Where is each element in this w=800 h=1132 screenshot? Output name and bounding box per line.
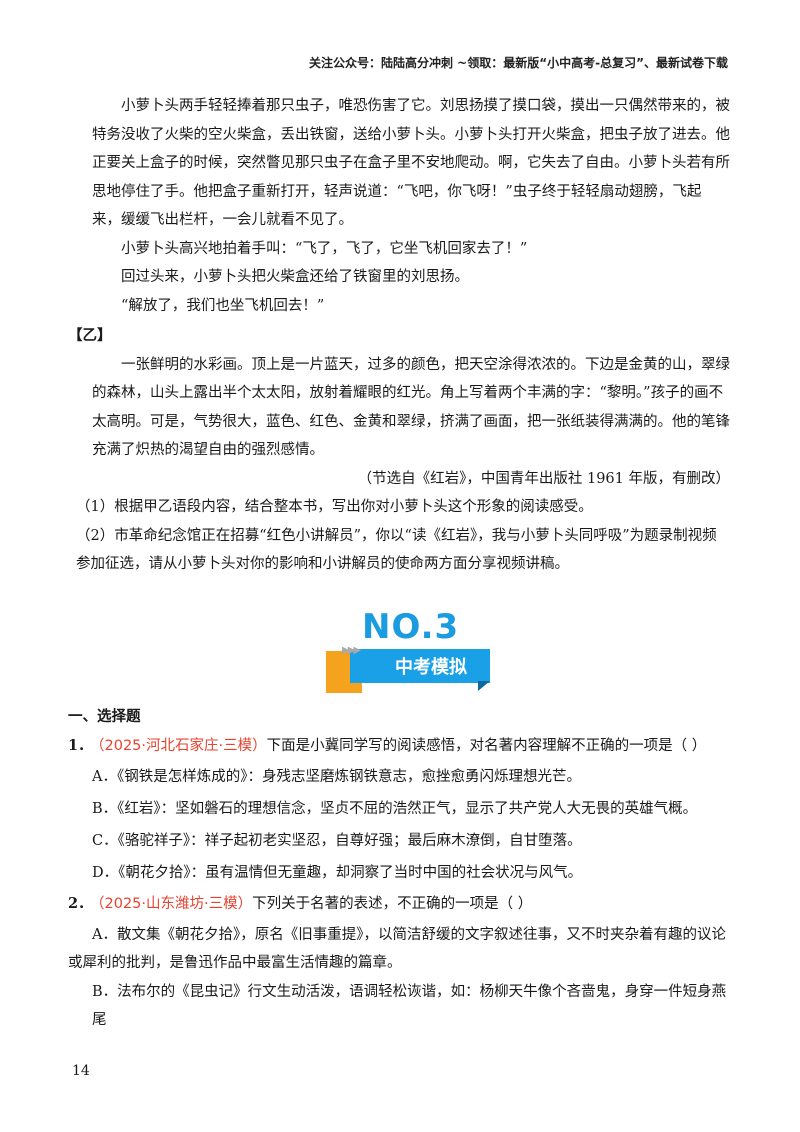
question-text: 下列关于名著的表述，不正确的一项是（ ） — [252, 895, 533, 912]
question-2-stem: 2．（2025·山东潍坊·三模）下列关于名著的表述，不正确的一项是（ ） — [68, 889, 730, 919]
q1-option-a: A．《钢铁是怎样炼成的》：身残志坚磨炼钢铁意志，愈挫愈勇闪烁理想光芒。 — [92, 768, 581, 785]
passage-jia-p4: “解放了，我们也坐飞机回去！” — [121, 297, 325, 314]
page-content: 小萝卜头两手轻轻捧着那只虫子，唯恐伤害了它。刘思扬摸了摸口袋，摸出一只偶然带来的… — [68, 92, 730, 1035]
q1-option-c: C．《骆驼祥子》：祥子起初老实坚忍，自尊好强；最后麻木潦倒，自甘堕落。 — [92, 832, 582, 849]
source-note: （节选自《红岩》，中国青年出版社 1961 年版，有删改） — [357, 470, 730, 487]
banner-fold — [478, 680, 490, 691]
q1-option-d: D．《朝花夕拾》：虽有温情但无童趣，却洞察了当时中国的社会状况与风气。 — [92, 864, 583, 881]
section-title: 一、选择题 — [68, 708, 141, 725]
question-1-stem: 1．（2025·河北石家庄·三模）下面是小冀同学写的阅读感悟，对名著内容理解不正… — [68, 731, 730, 761]
question-text: 下面是小冀同学写的阅读感悟，对名著内容理解不正确的一项是（ ） — [266, 737, 707, 754]
q2-option-b: B．法布尔的《昆虫记》行文生动活泼，语调轻松诙谐，如：杨柳天牛像个吝啬鬼，身穿一… — [92, 983, 727, 1029]
passage-yi: 一张鲜明的水彩画。顶上是一片蓝天，过多的颜色，把天空涂得浓浓的。下边是金黄的山，… — [92, 356, 730, 459]
question-number: 1． — [68, 736, 93, 754]
banner-arrows-icon: ▶▶▶ — [342, 644, 361, 656]
banner-label: 中考模拟 — [350, 648, 490, 683]
question-number: 2． — [68, 894, 93, 912]
q2-option-a-cont: 或犀利的批判，是鲁迅作品中最富生活情趣的篇章。 — [68, 955, 402, 971]
section-banner: 中考模拟 ▶▶▶ NO.3 — [326, 607, 496, 695]
q1-option-b: B．《红岩》：坚如磐石的理想信念，坚贞不屈的浩然正气，显示了共产党人大无畏的英雄… — [92, 800, 698, 817]
question-source-tag: （2025·河北石家庄·三模） — [90, 737, 267, 754]
task-2: （2）市革命纪念馆正在招募“红色小讲解员”，你以“读《红岩》，我与小萝卜头同呼吸… — [76, 527, 717, 573]
task-1: （1）根据甲乙语段内容，结合整本书，写出你对小萝卜头这个形象的阅读感受。 — [76, 499, 593, 515]
question-source-tag: （2025·山东潍坊·三模） — [90, 895, 253, 912]
page-header: 关注公众号：陆陆高分冲刺 ~领取：最新版“小中高考-总复习”、最新试卷下载 — [309, 56, 728, 70]
passage-jia-p3: 回过头来，小萝卜头把火柴盒还给了铁窗里的刘思扬。 — [121, 269, 469, 285]
passage-jia-p2: 小萝卜头高兴地拍着手叫：“飞了，飞了，它坐飞机回家去了！” — [121, 240, 528, 257]
label-yi: 【乙】 — [68, 328, 112, 344]
banner-number: NO.3 — [362, 606, 460, 647]
page-number: 14 — [72, 1063, 90, 1079]
q2-option-a: A．散文集《朝花夕拾》，原名《旧事重提》，以简洁舒缓的文字叙述往事，又不时夹杂着… — [92, 926, 726, 943]
passage-jia-p1: 小萝卜头两手轻轻捧着那只虫子，唯恐伤害了它。刘思扬摸了摸口袋，摸出一只偶然带来的… — [92, 98, 730, 228]
